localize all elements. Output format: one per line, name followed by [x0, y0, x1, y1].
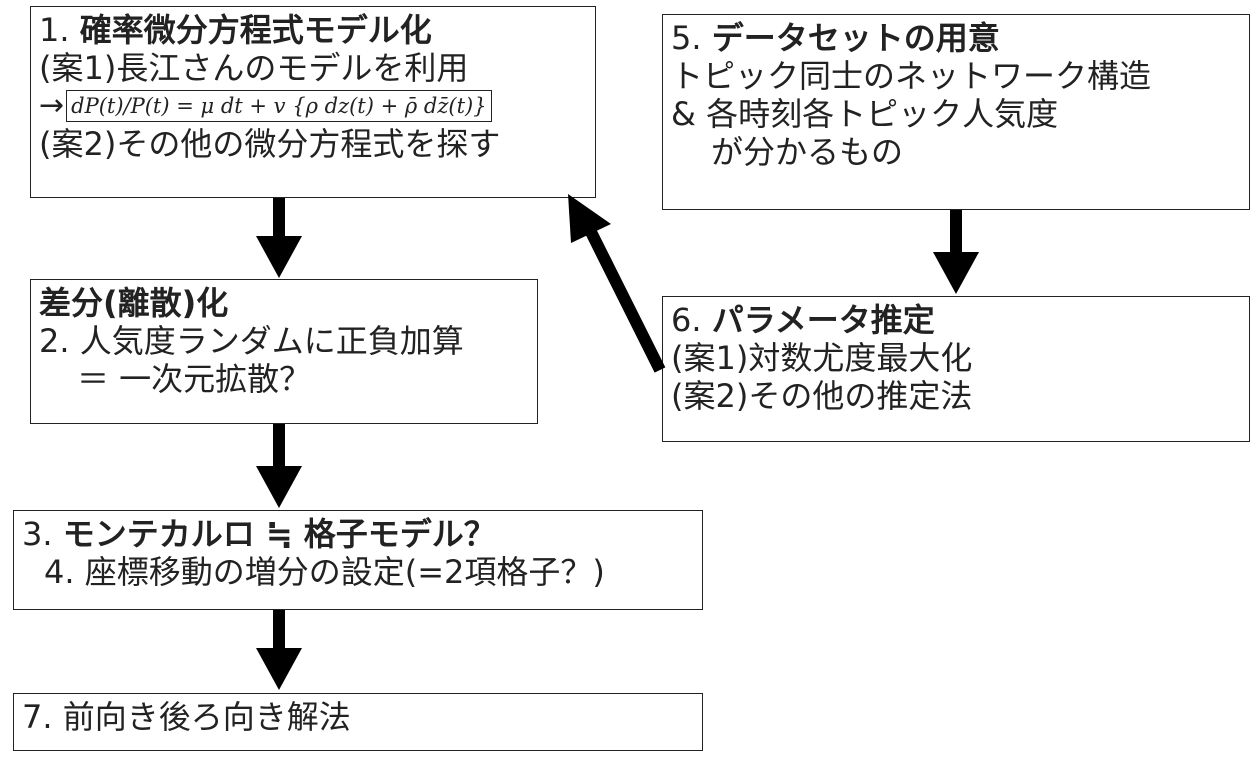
step6-number: 6.	[671, 301, 712, 339]
step2-line2: ＝ 一次元拡散？	[77, 360, 312, 398]
step3-number: 3.	[22, 515, 63, 553]
arrow-step5-to-step6	[933, 210, 979, 294]
step7-line: 7. 前向き後ろ向き解法	[22, 698, 351, 736]
step3-title-text: モンテカルロ ≒ 格子モデル？	[62, 515, 496, 553]
arrow-step1-to-step2	[256, 198, 302, 278]
step2-line1: 2. 人気度ランダムに正負加算	[39, 322, 464, 360]
step6-title: 6. パラメータ推定	[671, 301, 1241, 339]
step5-line1: トピック同士のネットワーク構造	[671, 57, 1152, 95]
step6-estimation-box: 6. パラメータ推定 (案1)対数尤度最大化 (案2)その他の推定法	[662, 296, 1250, 442]
step5-line3: が分かるもの	[711, 133, 904, 171]
step1-title-text: 確率微分方程式モデル化	[79, 11, 432, 49]
arrow-step2-to-step3	[256, 424, 302, 508]
step7-solve-box: 7. 前向き後ろ向き解法	[13, 693, 703, 751]
step2-discretize-box: 差分(離散)化 2. 人気度ランダムに正負加算 ＝ 一次元拡散？	[30, 279, 538, 424]
step1-plan2: (案2)その他の微分方程式を探す	[39, 125, 501, 163]
step2-title: 差分(離散)化	[39, 284, 229, 322]
step3-line1: 4. 座標移動の増分の設定(=2項格子？)	[44, 553, 605, 591]
step5-number: 5.	[671, 19, 712, 57]
arrow-step3-to-step7	[256, 610, 302, 690]
step1-formula-row: → dP(t)/P(t) = μ dt + v {ρ dz(t) + ρ̄ dz…	[39, 87, 587, 125]
step3-title: 3. モンテカルロ ≒ 格子モデル？	[22, 515, 694, 553]
sde-formula: dP(t)/P(t) = μ dt + v {ρ dz(t) + ρ̄ dz̄(…	[66, 90, 492, 122]
step1-plan1: (案1)長江さんのモデルを利用	[39, 49, 469, 87]
step1-number: 1.	[39, 11, 80, 49]
step5-title-text: データセットの用意	[711, 19, 1000, 57]
step5-line2: & 各時刻各トピック人気度	[671, 95, 1059, 133]
step1-model-box: 1. 確率微分方程式モデル化 (案1)長江さんのモデルを利用 → dP(t)/P…	[30, 6, 596, 198]
step3-montecarlo-box: 3. モンテカルロ ≒ 格子モデル？ 4. 座標移動の増分の設定(=2項格子？)	[13, 510, 703, 610]
step6-title-text: パラメータ推定	[711, 301, 935, 339]
step1-title: 1. 確率微分方程式モデル化	[39, 11, 587, 49]
right-arrow-glyph: →	[39, 88, 65, 123]
step6-line2: (案2)その他の推定法	[671, 377, 973, 415]
step5-dataset-box: 5. データセットの用意 トピック同士のネットワーク構造 & 各時刻各トピック人…	[662, 14, 1250, 210]
step6-line1: (案1)対数尤度最大化	[671, 339, 973, 377]
arrow-step6-to-step1	[568, 194, 666, 373]
step5-title: 5. データセットの用意	[671, 19, 1241, 57]
